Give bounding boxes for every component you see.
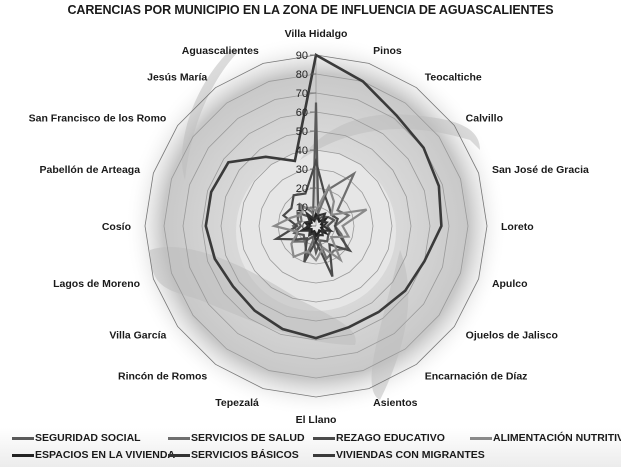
series-line-viviendas-con-migrantes [204, 52, 443, 340]
legend-label: SERVICIOS DE SALUD [191, 432, 305, 444]
chart-title: CARENCIAS POR MUNICIPIO EN LA ZONA DE IN… [67, 3, 554, 17]
bg-hand-shape [182, 50, 240, 180]
category-label: Lagos de Moreno [53, 278, 140, 290]
radar-series [204, 52, 443, 340]
tick-label: 90 [296, 50, 308, 62]
category-label: Calvillo [466, 112, 503, 124]
legend-swatch [470, 436, 492, 440]
grid-ring [163, 73, 469, 379]
tick-label: 10 [296, 202, 308, 214]
category-label: Rincón de Romos [118, 371, 207, 383]
category-labels: Villa HidalgoPinosTeocalticheCalvilloSan… [29, 28, 589, 426]
category-label: Teocaltiche [425, 71, 482, 83]
grid-ring [144, 54, 488, 398]
series-line-servicios-b-sicos [297, 210, 335, 245]
tick-label: 30 [296, 164, 308, 176]
category-label: Apulco [492, 278, 528, 290]
legend-swatch [313, 436, 335, 440]
tick-label: 20 [296, 183, 308, 195]
legend-item: VIVIENDAS CON MIGRANTES [313, 449, 485, 461]
category-label: El Llano [296, 414, 337, 426]
category-label: Asientos [373, 397, 418, 409]
category-label: Villa Hidalgo [285, 28, 348, 40]
legend-item: SEGURIDAD SOCIAL [12, 432, 141, 444]
category-label: San José de Gracia [492, 164, 589, 176]
legend-label: SEGURIDAD SOCIAL [35, 432, 141, 444]
legend-label: REZAGO EDUCATIVO [336, 432, 445, 444]
legend-label: SERVICIOS BÁSICOS [191, 449, 299, 461]
legend-label: ALIMENTACIÓN NUTRITIVA [493, 432, 621, 444]
legend-item: REZAGO EDUCATIVO [313, 432, 445, 444]
tick-label: 80 [296, 69, 308, 81]
radial-tick-labels: 0 10 20 30 40 50 60 70 80 90 [296, 50, 316, 233]
tick-label: 50 [296, 126, 308, 138]
legend: SEGURIDAD SOCIAL SERVICIOS DE SALUD REZAGO… [0, 428, 621, 467]
category-label: Encarnación de Díaz [425, 371, 528, 383]
grid-ring [220, 130, 412, 322]
legend-swatch [168, 453, 190, 457]
category-label: Cosío [102, 221, 131, 233]
grid-ring [239, 149, 393, 303]
category-label: Villa García [109, 330, 166, 342]
category-label: Loreto [501, 221, 534, 233]
radar-grid [144, 54, 488, 398]
category-label: Tepezalá [215, 397, 259, 409]
category-label: Aguascalientes [182, 45, 259, 57]
series-line-alimentaci-n-nutritiva [271, 183, 368, 263]
legend-label: ESPACIOS EN LA VIVIENDA [35, 449, 176, 461]
category-label: Ojuelos de Jalisco [466, 330, 558, 342]
legend-item: SERVICIOS DE SALUD [168, 432, 305, 444]
tick-label: 60 [296, 107, 308, 119]
grid-ring [277, 187, 355, 265]
legend-item: ALIMENTACIÓN NUTRITIVA [470, 432, 621, 444]
legend-swatch [12, 436, 34, 440]
category-label: San Francisco de los Romo [29, 112, 167, 124]
category-label: Jesús María [147, 71, 207, 83]
bg-hand-shape [300, 114, 480, 160]
category-label: Pinos [373, 45, 402, 57]
grid-ring [258, 168, 374, 284]
tick-label: 70 [296, 88, 308, 100]
legend-swatch [313, 453, 335, 457]
radar-chart: 0 10 20 30 40 50 60 70 80 90 Villa HidalgoPinosTe… [29, 28, 589, 426]
legend-item: ESPACIOS EN LA VIVIENDA [12, 449, 175, 461]
bg-hand-shape [371, 250, 409, 400]
legend-item: SERVICIOS BÁSICOS [168, 449, 299, 461]
tick-label: 0 [302, 221, 308, 233]
tick-label: 40 [296, 145, 308, 157]
legend-label: VIVIENDAS CON MIGRANTES [336, 449, 485, 461]
grid-ring [201, 111, 431, 341]
legend-swatch [12, 453, 34, 457]
legend-swatch [168, 436, 190, 440]
category-label: Pabellón de Arteaga [39, 164, 140, 176]
